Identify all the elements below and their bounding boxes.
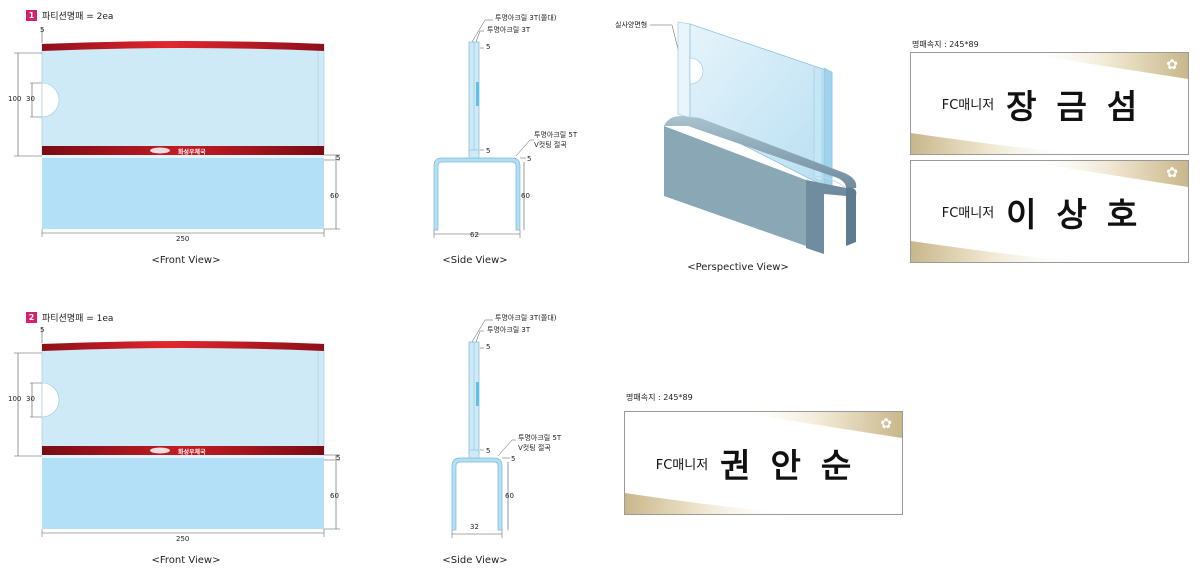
note-v-cut: V컷팅 절곡 [518, 444, 551, 452]
front-view-drawing-1 [14, 28, 340, 237]
dim-side-top: 5 [486, 343, 491, 351]
note-acrylic-plate: 투명아크릴 3T [487, 26, 531, 34]
nameplate-2: ✿ FC매니저 이상호 [910, 160, 1189, 263]
note-acrylic-base: 투명아크릴 5T [518, 434, 562, 442]
caption-front-view: <Front View> [151, 255, 221, 266]
note-acrylic-base: 투명아크릴 5T [534, 131, 578, 139]
dim-side-gap: 5 [527, 155, 532, 163]
dim-side-height: 60 [521, 192, 530, 200]
dim-top-margin: 5 [40, 326, 45, 334]
dim-side-gap: 5 [511, 455, 516, 463]
side-view-drawing-2 [451, 319, 516, 538]
section-number-badge: 2 [26, 312, 37, 323]
dim-bottom-gap: 5 [336, 454, 341, 462]
nameplate-3: ✿ FC매니저 권안순 [624, 411, 903, 515]
nameplate-size-label: 명패속지 : 245*89 [912, 40, 979, 49]
side-view-drawing-1 [433, 19, 534, 238]
section-title-1: 1 파티션명패 = 2ea [26, 9, 113, 22]
caption-side-view: <Side View> [442, 255, 508, 266]
nameplate-role: FC매니저 [941, 98, 995, 113]
nameplate-gold-decoration [911, 53, 1188, 154]
dim-side-mid: 5 [486, 447, 491, 455]
dim-base-width: 62 [470, 231, 479, 239]
dim-top-margin: 5 [40, 26, 45, 34]
dim-total-height: 100 [8, 95, 22, 103]
dim-hole: 30 [26, 395, 35, 403]
brand-text: 화성우체국 [178, 149, 206, 156]
flower-icon: ✿ [880, 416, 892, 432]
dim-base-height: 60 [330, 192, 339, 200]
dim-base-height: 60 [330, 492, 339, 500]
dim-hole: 30 [26, 95, 35, 103]
caption-side-view: <Side View> [442, 555, 508, 566]
dim-bottom-gap: 5 [336, 154, 341, 162]
dim-side-top: 5 [486, 43, 491, 51]
nameplate-role: FC매니저 [655, 457, 709, 473]
dim-side-mid: 5 [486, 147, 491, 155]
brand-text: 화성우체국 [178, 449, 206, 456]
dim-width: 250 [176, 535, 190, 543]
nameplate-gold-decoration [911, 161, 1188, 262]
dim-base-width: 32 [470, 523, 479, 531]
nameplate-role: FC매니저 [941, 206, 995, 221]
nameplate-1: ✿ FC매니저 장금섬 [910, 52, 1189, 155]
caption-front-view: <Front View> [151, 555, 221, 566]
nameplate-name: 이상호 [1006, 194, 1158, 234]
nameplate-name: 장금섬 [1006, 86, 1158, 126]
caption-perspective-view: <Perspective View> [687, 262, 789, 273]
dim-total-height: 100 [8, 395, 22, 403]
nameplate-gold-decoration [625, 412, 902, 514]
nameplate-name: 권안순 [720, 446, 872, 485]
section-title-2: 2 파티션명패 = 1ea [26, 311, 113, 324]
note-v-cut: V컷팅 절곡 [534, 141, 567, 149]
flower-icon: ✿ [1166, 165, 1178, 181]
note-acrylic-top: 투명아크릴 3T(쫄대) [495, 314, 557, 322]
note-acrylic-top: 투명아크릴 3T(쫄대) [495, 14, 557, 22]
dim-side-height: 60 [505, 492, 514, 500]
note-actual-size: 실사양면형 [615, 21, 648, 29]
note-acrylic-plate: 투명아크릴 3T [487, 326, 531, 334]
flower-icon: ✿ [1166, 57, 1178, 73]
section-title-text: 파티션명패 = 2ea [42, 12, 114, 22]
perspective-view-drawing [650, 21, 857, 254]
section-title-text: 파티션명패 = 1ea [42, 314, 114, 324]
section-number-badge: 1 [26, 10, 37, 21]
dim-width: 250 [176, 235, 190, 243]
front-view-drawing-2 [14, 328, 340, 537]
nameplate-size-label: 명패속지 : 245*89 [626, 393, 693, 402]
